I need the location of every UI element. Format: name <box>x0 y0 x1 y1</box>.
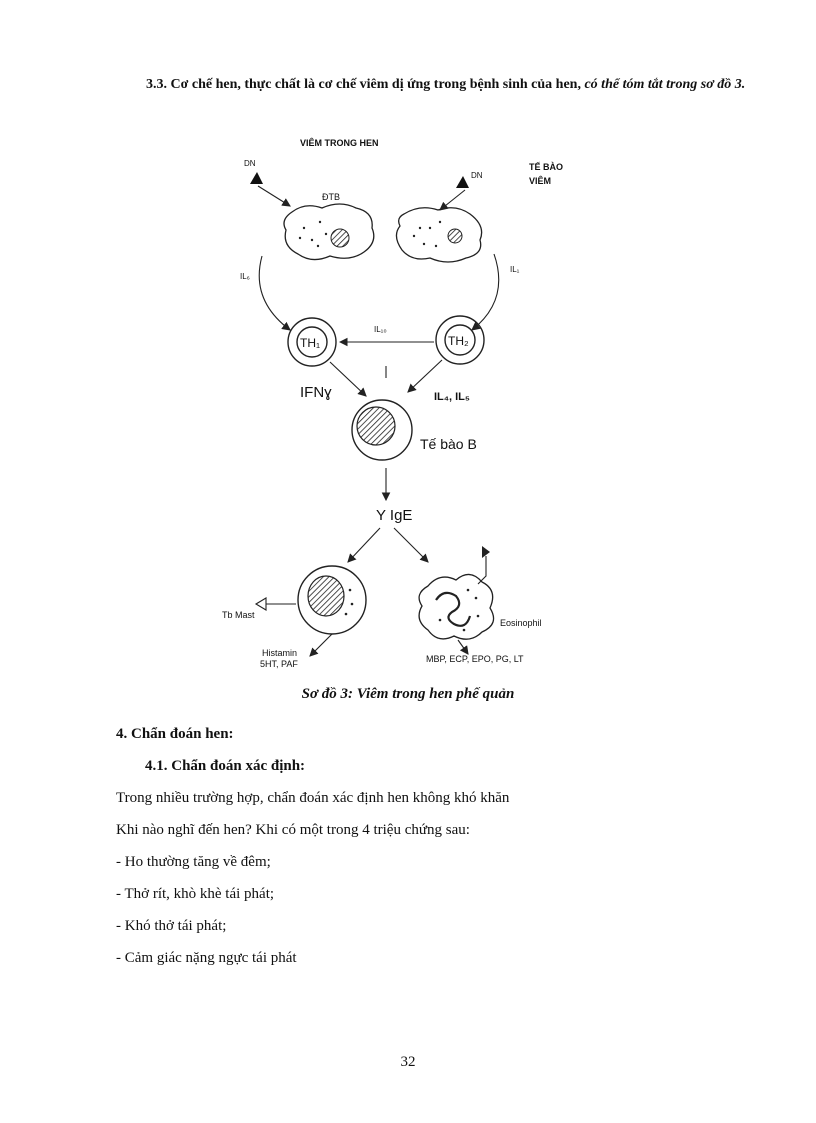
diagram-title: VIÊM TRONG HEN <box>300 137 379 148</box>
macrophage-left-icon <box>284 204 374 260</box>
il4-il5-label: IL₄, IL₅ <box>434 391 470 403</box>
body-line: Trong nhiều trường hợp, chẩn đoán xác đị… <box>116 790 509 807</box>
histamin-label-line1: Histamin <box>262 648 297 658</box>
il6-label: IL₆ <box>240 272 250 281</box>
antigen-right-icon <box>456 176 469 188</box>
mediators-label: MBP, ECP, EPO, PG, LT <box>426 654 524 664</box>
arrow-th1-b <box>330 362 366 396</box>
heading-4-1: 4.1. Chẩn đoán xác định: <box>145 758 305 775</box>
mast-cell-nucleus <box>308 576 344 616</box>
il1-label: IL₁ <box>510 265 520 274</box>
arrow-th2-b <box>408 360 442 392</box>
arrow-il1 <box>472 254 499 330</box>
mast-cell-granules <box>345 589 354 616</box>
th2-label: TH₂ <box>448 334 469 348</box>
corner-label-line1: TẾ BÀO <box>529 162 563 172</box>
macrophage-right-granules <box>413 221 441 247</box>
diagram-caption: Sơ đồ 3: Viêm trong hen phế quản <box>0 686 816 703</box>
b-cell-label: Tế bào B <box>420 436 477 452</box>
body-line: - Cảm giác nặng ngực tái phát <box>116 950 297 967</box>
dtb-label: ĐTB <box>322 192 340 202</box>
page-number: 32 <box>0 1054 816 1071</box>
dn-left-label: DN <box>244 159 256 168</box>
eosinophil-label: Eosinophil <box>500 618 542 628</box>
macrophage-left-granules <box>299 221 327 247</box>
th1-label: TH₁ <box>300 336 320 350</box>
body-line: - Khó thở tái phát; <box>116 918 226 935</box>
macrophage-right-icon <box>396 208 481 262</box>
arrow-dn-right <box>440 190 465 210</box>
arrow-ige-mast <box>348 528 380 562</box>
arrow-il6 <box>259 256 290 330</box>
inflammation-diagram: VIÊM TRONG HEN TẾ BÀO VIÊM DN DN ĐTB IL₆… <box>0 0 816 720</box>
mast-receptor-icon <box>256 598 266 610</box>
body-line: Khi nào nghĩ đến hen? Khi có một trong 4… <box>116 822 470 839</box>
eosinophil-icon <box>419 574 493 639</box>
tb-mast-label: Tb Mast <box>222 610 255 620</box>
b-cell-nucleus <box>357 407 395 445</box>
histamin-label-line2: 5HT, PAF <box>260 659 298 669</box>
heading-4: 4. Chẩn đoán hen: <box>116 726 234 743</box>
macrophage-left-nucleus <box>331 229 349 247</box>
body-line: - Ho thường tăng về đêm; <box>116 854 271 871</box>
arrow-dn-left <box>258 186 290 206</box>
eosinophil-nucleus <box>436 593 470 626</box>
ifn-label: IFNɣ <box>300 384 332 401</box>
macrophage-right-nucleus <box>448 229 462 243</box>
dn-right-label: DN <box>471 171 483 180</box>
corner-label-line2: VIÊM <box>529 175 551 186</box>
arrow-eosinophil-mediators <box>458 640 468 654</box>
arrow-ige-eosinophil <box>394 528 428 562</box>
il10-label: IL₁₀ <box>374 325 387 334</box>
body-line: - Thở rít, khò khè tái phát; <box>116 886 274 903</box>
antigen-left-icon <box>250 172 263 184</box>
arrow-mast-histamin <box>310 634 332 656</box>
ige-label: Y IgE <box>376 507 412 524</box>
